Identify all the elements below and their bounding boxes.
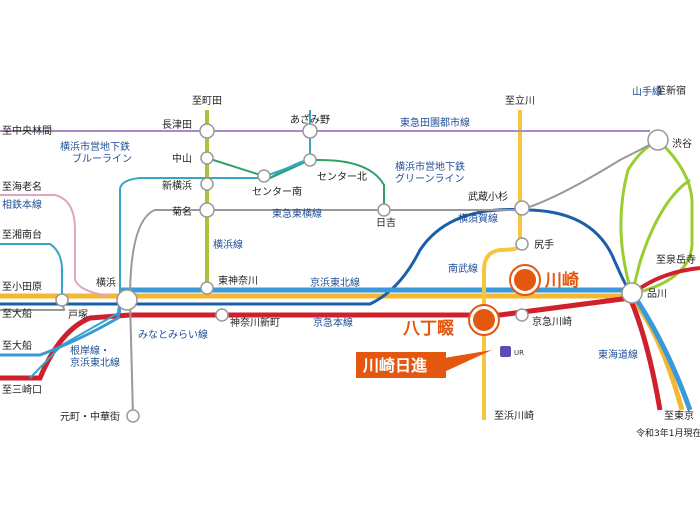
station-shiriko-marker bbox=[515, 237, 529, 251]
line-greenline-label-1: 横浜市営地下鉄 bbox=[395, 160, 465, 173]
station-nakayama-label: 中山 bbox=[172, 152, 192, 165]
callout-pointer bbox=[444, 350, 492, 372]
dest-shinjuku-label: 至新宿 bbox=[656, 84, 686, 97]
line-sotetsu-label: 相鉄本線 bbox=[2, 198, 42, 211]
station-center-minami-label: センター南 bbox=[252, 185, 302, 198]
dest-tokyo-label: 至東京 bbox=[664, 409, 694, 422]
station-center-kita-marker bbox=[303, 153, 317, 167]
station-yokohama-marker bbox=[116, 289, 138, 311]
shonandai-line bbox=[0, 243, 63, 298]
station-yokohama-label: 横浜 bbox=[96, 276, 116, 289]
station-higashikanagawa-marker bbox=[200, 281, 214, 295]
station-totsuka-marker bbox=[55, 293, 69, 307]
station-nakayama-marker bbox=[200, 151, 214, 165]
line-negishi-label-2: 京浜東北線 bbox=[70, 356, 120, 369]
callout-label: 川崎日進 bbox=[362, 356, 427, 375]
dest-ofuna1-label: 至大船 bbox=[2, 307, 32, 320]
blueline-subway bbox=[29, 110, 311, 379]
station-markers bbox=[55, 123, 669, 423]
line-yokohama-label: 横浜線 bbox=[213, 238, 243, 251]
dest-hamakawasaki-label: 至浜川崎 bbox=[494, 409, 534, 422]
minatomirai-line bbox=[129, 299, 134, 416]
station-nagatsuta-marker bbox=[199, 123, 215, 139]
dest-tachikawa-label: 至立川 bbox=[505, 94, 535, 107]
station-azamino-label: あざみ野 bbox=[290, 113, 330, 126]
station-musashikosugi-label: 武蔵小杉 bbox=[468, 190, 508, 203]
shinagawa-north-line bbox=[630, 178, 691, 295]
line-negishi-label-1: 根岸線・ bbox=[70, 344, 110, 357]
line-denentoshi-label: 東急田園都市線 bbox=[400, 116, 470, 129]
station-motomachi-label: 元町・中華街 bbox=[60, 410, 120, 423]
line-minatomirai-label: みなとみらい線 bbox=[138, 328, 208, 341]
station-kanagawashinmachi-marker bbox=[215, 308, 229, 322]
station-motomachi-marker bbox=[126, 409, 140, 423]
line-keihintohoku-label: 京浜東北線 bbox=[310, 276, 360, 289]
station-hatchonawate-marker bbox=[469, 305, 499, 335]
line-yamanote-label: 山手線 bbox=[632, 85, 662, 98]
station-shinyokohama-marker bbox=[200, 177, 214, 191]
negishi-line bbox=[0, 299, 122, 357]
kawasaki-nisshin-callout: 川崎日進 bbox=[356, 350, 492, 378]
dest-ofuna2-label: 至大船 bbox=[2, 339, 32, 352]
station-hiyoshi-marker bbox=[377, 203, 391, 217]
station-higashikanagawa-label: 東神奈川 bbox=[218, 274, 258, 287]
station-keikyu-kawasaki-label: 京急川崎 bbox=[532, 315, 572, 328]
station-center-minami-marker bbox=[257, 169, 271, 183]
station-kanagawashinmachi-label: 神奈川新町 bbox=[230, 316, 280, 329]
dest-odawara-label: 至小田原 bbox=[2, 281, 42, 293]
station-shiriko-label: 尻手 bbox=[534, 238, 554, 251]
line-blueline-label-1: 横浜市営地下鉄 bbox=[60, 140, 130, 153]
station-kawasaki-ring bbox=[509, 264, 541, 296]
nambu-line bbox=[482, 110, 522, 420]
station-shinyokohama-label: 新横浜 bbox=[162, 179, 192, 192]
toyoko-line bbox=[129, 139, 659, 301]
dest-chuorinkan-label: 至中央林間 bbox=[2, 124, 52, 137]
ur-logo-text: UR bbox=[514, 349, 524, 357]
station-shinagawa-marker bbox=[621, 282, 643, 304]
line-keikyu-label: 京急本線 bbox=[313, 316, 353, 329]
line-toyoko-label: 東急東横線 bbox=[272, 207, 322, 220]
dest-misakiguchi-label: 至三崎口 bbox=[2, 383, 42, 396]
ur-logo: UR bbox=[500, 346, 524, 357]
dest-ebina-label: 至海老名 bbox=[2, 180, 42, 193]
line-nambu-label: 南武線 bbox=[448, 262, 478, 275]
station-kawasaki-marker bbox=[510, 265, 540, 295]
station-kawasaki-label: 川崎 bbox=[544, 270, 579, 291]
station-shibuya-label: 渋谷 bbox=[672, 137, 692, 150]
line-yokosuka-label: 横須賀線 bbox=[458, 212, 498, 225]
station-musashikosugi-marker bbox=[514, 200, 530, 216]
station-nagatsuta-label: 長津田 bbox=[162, 119, 192, 131]
line-tokaido-label: 東海道線 bbox=[598, 348, 638, 361]
sotetsu-line bbox=[0, 194, 111, 297]
line-greenline-label-2: グリーンライン bbox=[395, 172, 465, 185]
station-hatchonawate-label: 八丁畷 bbox=[403, 319, 455, 339]
callout-box bbox=[356, 352, 446, 378]
date-note: 令和3年1月現在 bbox=[636, 427, 700, 439]
dest-izumidake-label: 至泉岳寺 bbox=[656, 253, 696, 266]
line-blueline-label-2: ブルーライン bbox=[72, 152, 132, 165]
station-center-kita-label: センター北 bbox=[317, 171, 367, 183]
ur-logo-mark bbox=[500, 346, 511, 357]
station-totsuka-label: 戸塚 bbox=[68, 309, 88, 321]
dest-machida-label: 至町田 bbox=[192, 95, 222, 107]
station-hiyoshi-label: 日吉 bbox=[376, 217, 396, 229]
dest-shonandai-label: 至湘南台 bbox=[2, 228, 42, 241]
station-hatchonawate-ring bbox=[468, 304, 500, 336]
station-shibuya-marker bbox=[647, 129, 669, 151]
station-azamino-marker bbox=[302, 123, 318, 139]
station-kikuna-label: 菊名 bbox=[172, 205, 192, 218]
station-keikyu-kawasaki-marker bbox=[515, 308, 529, 322]
station-shinagawa-label: 品川 bbox=[647, 288, 667, 300]
station-kikuna-marker bbox=[199, 202, 215, 218]
